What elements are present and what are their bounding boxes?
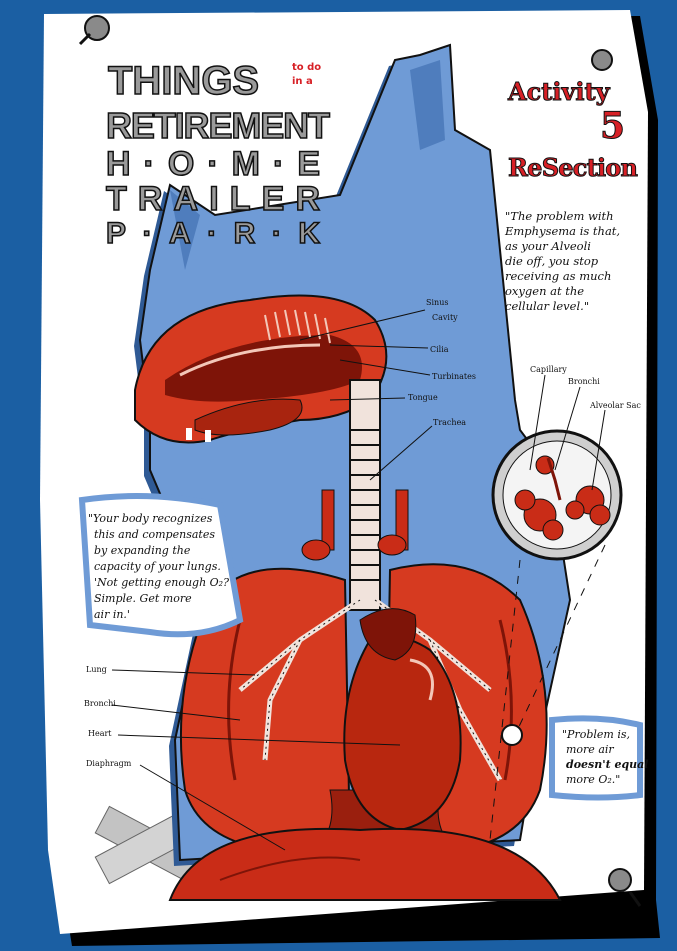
- quote-top-line-1: "The problem with: [505, 209, 614, 223]
- label-cilia: Cilia: [430, 345, 449, 354]
- label-heart: Heart: [88, 729, 112, 738]
- quote-top-line-5: receiving as much: [505, 269, 611, 283]
- label-bronchi-top: Bronchi: [568, 377, 600, 386]
- quote-top-line-2: Emphysema is that,: [504, 224, 620, 238]
- thumbtack-icon-top-right: [592, 50, 612, 70]
- quote-left-line-2: this and compensates: [94, 528, 215, 541]
- quote-left-line-5: 'Not getting enough O₂?: [94, 576, 229, 589]
- quote-bottom-line-3: doesn't equal: [566, 758, 649, 771]
- label-alveolar-sac: Alveolar Sac: [589, 401, 641, 410]
- label-tongue: Tongue: [408, 393, 438, 402]
- quote-bottom-right: "Problem is, more air doesn't equal more…: [552, 718, 649, 797]
- title-word-things: THINGS: [108, 59, 259, 103]
- quote-left-line-1: "Your body recognizes: [88, 512, 213, 525]
- label-capillary: Capillary: [530, 365, 567, 374]
- quote-top-line-4: die off, you stop: [505, 254, 599, 268]
- quote-top-line-7: cellular level.": [505, 299, 589, 313]
- quote-left-line-6: Simple. Get more: [94, 592, 192, 605]
- label-turbinates: Turbinates: [432, 372, 476, 381]
- title-small-line-1: to do: [292, 62, 321, 73]
- quote-top-line-6: oxygen at the: [505, 284, 584, 298]
- label-diaphragm: Diaphragm: [86, 759, 132, 768]
- label-sinus-1: Sinus: [426, 298, 448, 307]
- activity-name: ReSection: [508, 153, 638, 182]
- title-word-retirement: RETIREMENT: [106, 105, 330, 146]
- quote-left-line-4: capacity of your lungs.: [94, 560, 221, 573]
- quote-left-line-3: by expanding the: [94, 544, 191, 557]
- activity-number: 5: [600, 105, 625, 147]
- label-sinus-2: Cavity: [432, 313, 458, 322]
- label-bronchi: Bronchi: [84, 699, 116, 708]
- quote-left: "Your body recognizes this and compensat…: [82, 496, 240, 634]
- title-small-line-2: in a: [292, 76, 313, 87]
- quote-top-line-3: as your Alveoli: [505, 239, 591, 253]
- label-trachea: Trachea: [433, 418, 466, 427]
- quote-bottom-line-2: more air: [566, 743, 614, 756]
- quote-bottom-line-1: "Problem is,: [562, 728, 630, 741]
- activity-label: Activity: [507, 77, 611, 106]
- label-lung: Lung: [86, 665, 107, 674]
- quote-bottom-line-4: more O₂.": [566, 773, 620, 786]
- quote-left-line-7: air in.': [94, 608, 130, 621]
